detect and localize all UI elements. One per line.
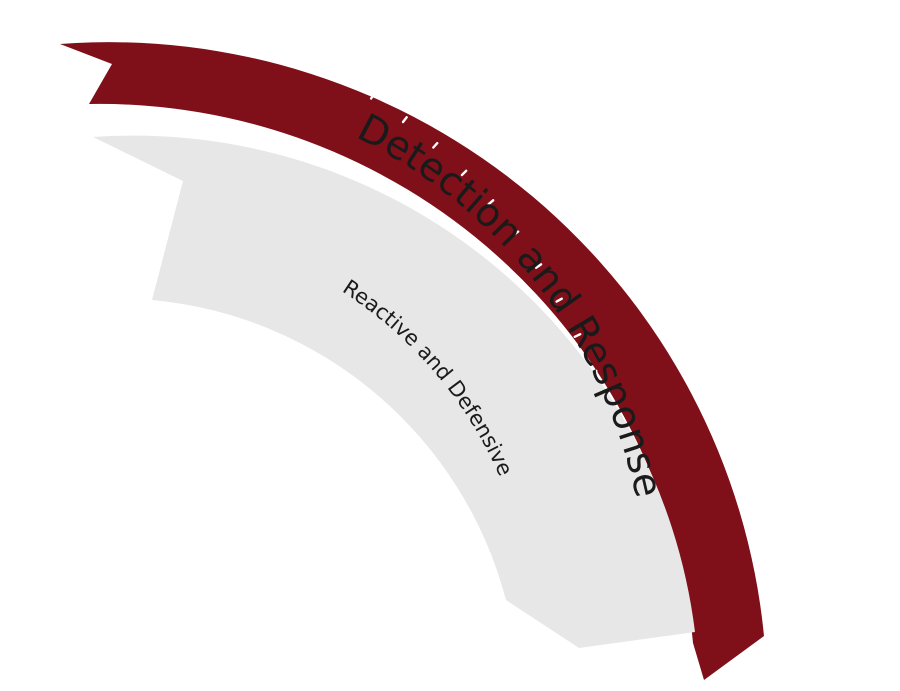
outer-breach-band: [60, 42, 764, 681]
tick-mark: [573, 333, 582, 338]
tick-mark: [534, 263, 543, 269]
tick-mark: [487, 199, 495, 206]
main-detection-band: [93, 135, 695, 649]
tick-mark: [631, 643, 640, 647]
outer-band-label: During a Breach: [307, 0, 498, 91]
tick-mark: [336, 70, 342, 79]
tick-mark: [555, 297, 563, 303]
tick-mark: [460, 169, 468, 177]
tick-mark: [626, 683, 635, 687]
tick-mark: [301, 51, 307, 60]
tick-mark: [432, 141, 439, 149]
tick-mark: [512, 230, 520, 237]
tick-mark: [401, 116, 408, 124]
tick-mark: [228, 19, 234, 28]
tick-mark: [191, 7, 196, 16]
tick-mark: [152, 0, 157, 7]
tick-mark: [369, 92, 376, 100]
tick-mark: [265, 34, 271, 43]
